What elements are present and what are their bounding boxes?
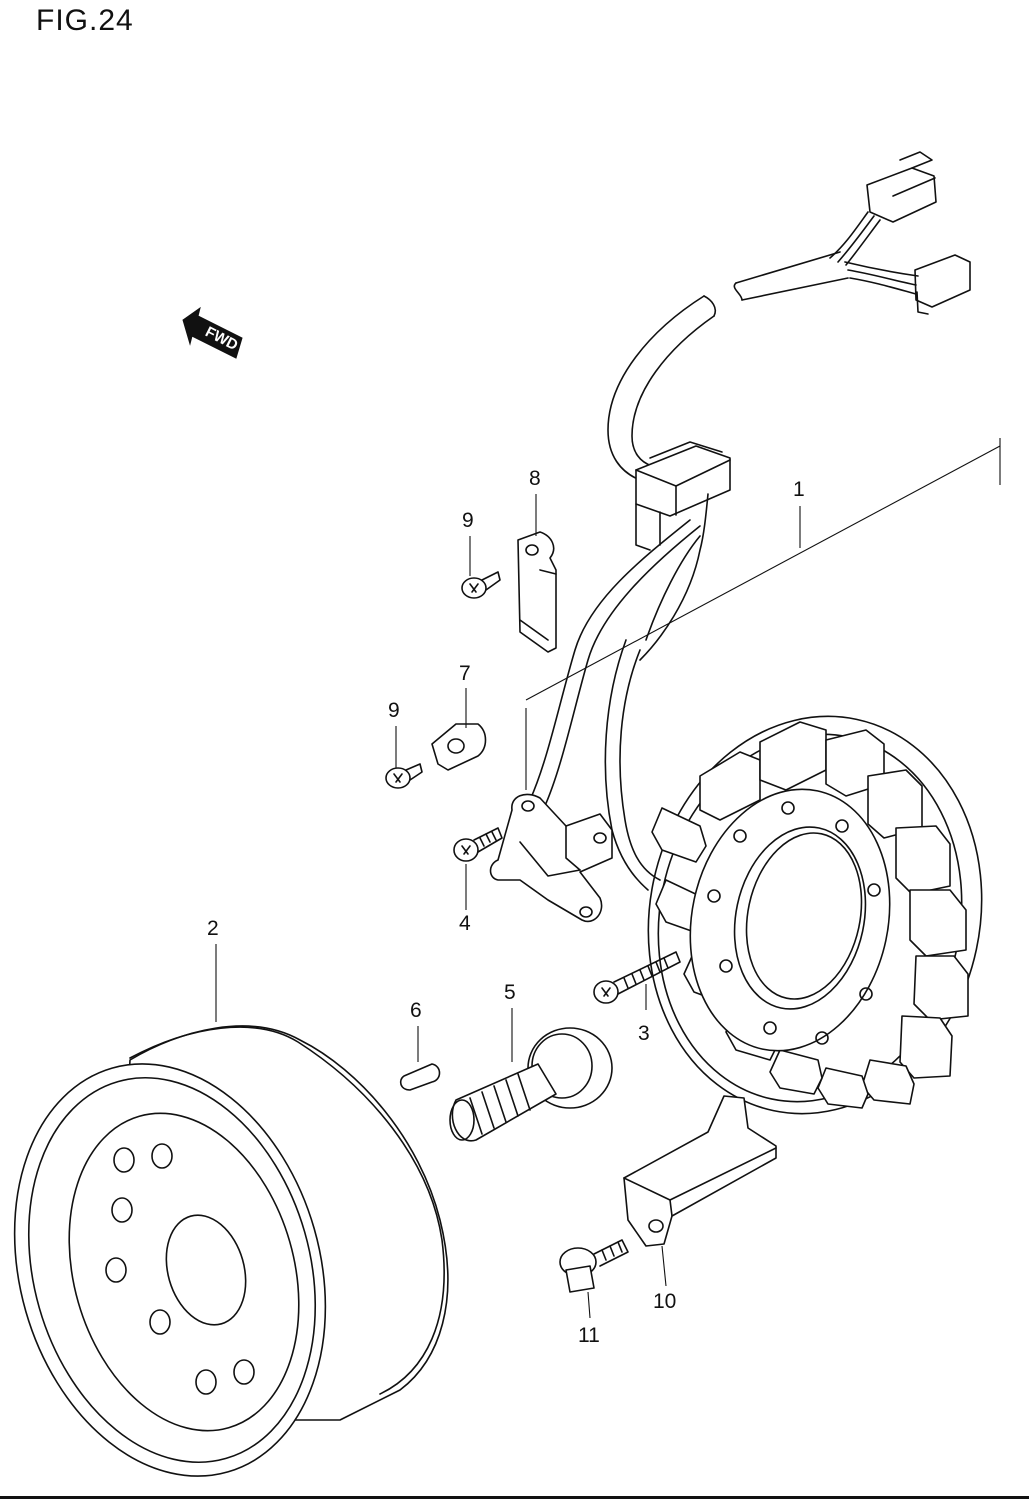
clamp-plate (517, 531, 557, 653)
guide-bracket (623, 1095, 777, 1247)
stator-screw (593, 951, 681, 1004)
callout-2: 2 (207, 917, 219, 940)
callout-3: 3 (638, 1022, 650, 1045)
stator-assembly-leader (525, 438, 1001, 790)
figure-title: FIG.24 (36, 4, 134, 37)
flywheel-rotor (13, 1025, 449, 1477)
forward-arrow-icon: FWD (182, 306, 243, 359)
callout-6: 6 (410, 999, 422, 1022)
callout-leaders (215, 494, 667, 1319)
stator (647, 715, 983, 1115)
clamp-small (431, 723, 487, 771)
callout-7: 7 (459, 662, 471, 685)
callout-11: 11 (578, 1324, 600, 1347)
callout-4: 4 (459, 912, 471, 935)
page-bottom-rule (0, 1496, 1029, 1499)
callout-1: 1 (793, 478, 805, 501)
callout-9-lower: 9 (388, 699, 400, 722)
callout-8: 8 (529, 467, 541, 490)
callout-5: 5 (504, 981, 516, 1004)
wiring-harness (529, 151, 971, 891)
callout-9-upper: 9 (462, 509, 474, 532)
woodruff-key (399, 1063, 441, 1091)
screw-lower (385, 763, 423, 789)
callout-10: 10 (653, 1290, 676, 1313)
starter-bolt (449, 1027, 613, 1142)
pickup-screw (453, 827, 503, 862)
flange-bolt (559, 1239, 629, 1293)
screw-upper (461, 571, 501, 599)
pickup-coil (489, 793, 613, 923)
